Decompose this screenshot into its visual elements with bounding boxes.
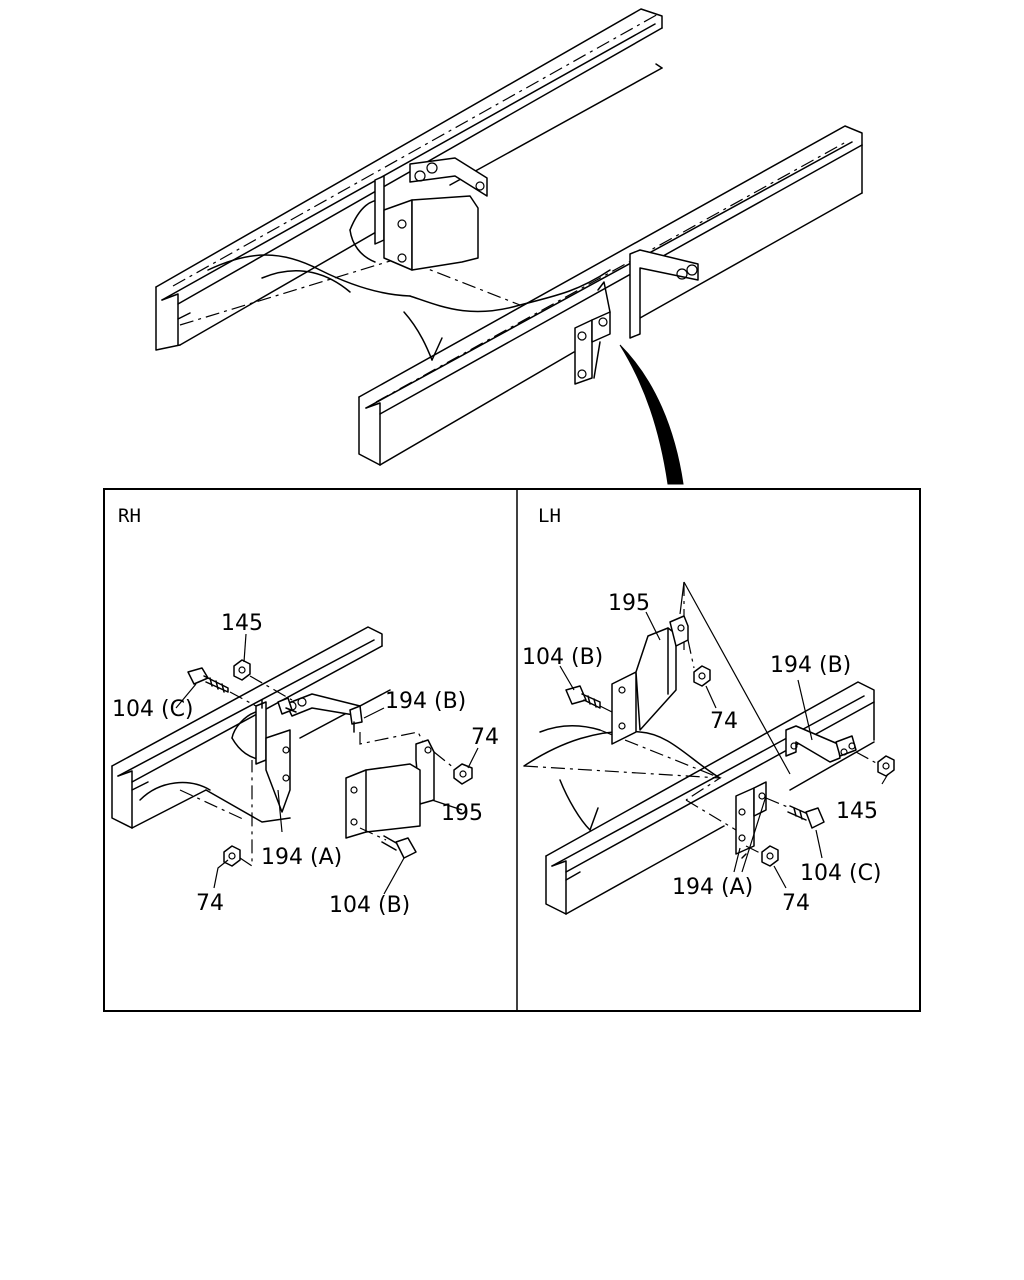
rh-nut-145: [233, 659, 293, 701]
rh-label-leaders: [175, 633, 479, 895]
rh-leader-lines: [359, 731, 425, 745]
rh-label-104c: 104 (C): [112, 697, 194, 722]
lh-bracket-194a: [685, 781, 791, 859]
lower-frame-rail: [358, 125, 863, 466]
rh-bolt-104c: [187, 667, 257, 707]
rh-label-194b: 194 (B): [385, 689, 466, 714]
rh-label-104b: 104 (B): [329, 893, 410, 918]
lh-label-104c: 104 (C): [800, 861, 882, 886]
lh-bolt-104c: [787, 805, 825, 829]
lh-nut-74-lower: [745, 845, 779, 867]
chassis-overview: [155, 8, 863, 485]
lh-label-145: 145: [836, 799, 878, 824]
rh-label-194a: 194 (A): [261, 845, 342, 870]
rh-panel-title: RH: [118, 505, 141, 527]
detail-box: [103, 488, 921, 1012]
rh-bolt-104b: [359, 827, 417, 859]
lh-bracket-195: [611, 615, 689, 745]
lh-panel: LH: [522, 505, 895, 916]
rh-nut-74-upper: [433, 751, 473, 785]
lh-label-74-upper: 74: [710, 709, 738, 734]
callout-arrow: [619, 344, 684, 485]
lh-bolt-104b: [565, 685, 613, 713]
rh-bolt-small: [277, 697, 297, 715]
lh-bracket-overview: [574, 249, 699, 385]
rh-label-195: 195: [441, 801, 483, 826]
rh-label-74-upper: 74: [471, 725, 499, 750]
rh-label-145: 145: [221, 611, 263, 636]
lh-bracket-194b: [785, 725, 857, 763]
lh-nut-145: [855, 751, 895, 777]
lh-label-195: 195: [608, 591, 650, 616]
lh-panel-title: LH: [538, 505, 561, 527]
lh-label-194b: 194 (B): [770, 653, 851, 678]
lh-label-104b: 104 (B): [522, 645, 603, 670]
lh-label-leaders: [559, 611, 889, 889]
rh-bracket-overview: [374, 157, 488, 271]
lh-label-194a: 194 (A): [672, 875, 753, 900]
rh-bracket-194a: [255, 699, 291, 813]
lh-nut-74-upper: [687, 639, 711, 687]
rh-panel: RH: [111, 505, 499, 918]
rh-bracket-194b: [285, 693, 363, 733]
rh-nut-74-lower: [223, 760, 253, 868]
lh-guide-lines: [679, 581, 791, 775]
rh-label-74-lower: 74: [196, 891, 224, 916]
rh-bracket-195: [345, 739, 435, 839]
lh-label-74-lower: 74: [782, 891, 810, 916]
